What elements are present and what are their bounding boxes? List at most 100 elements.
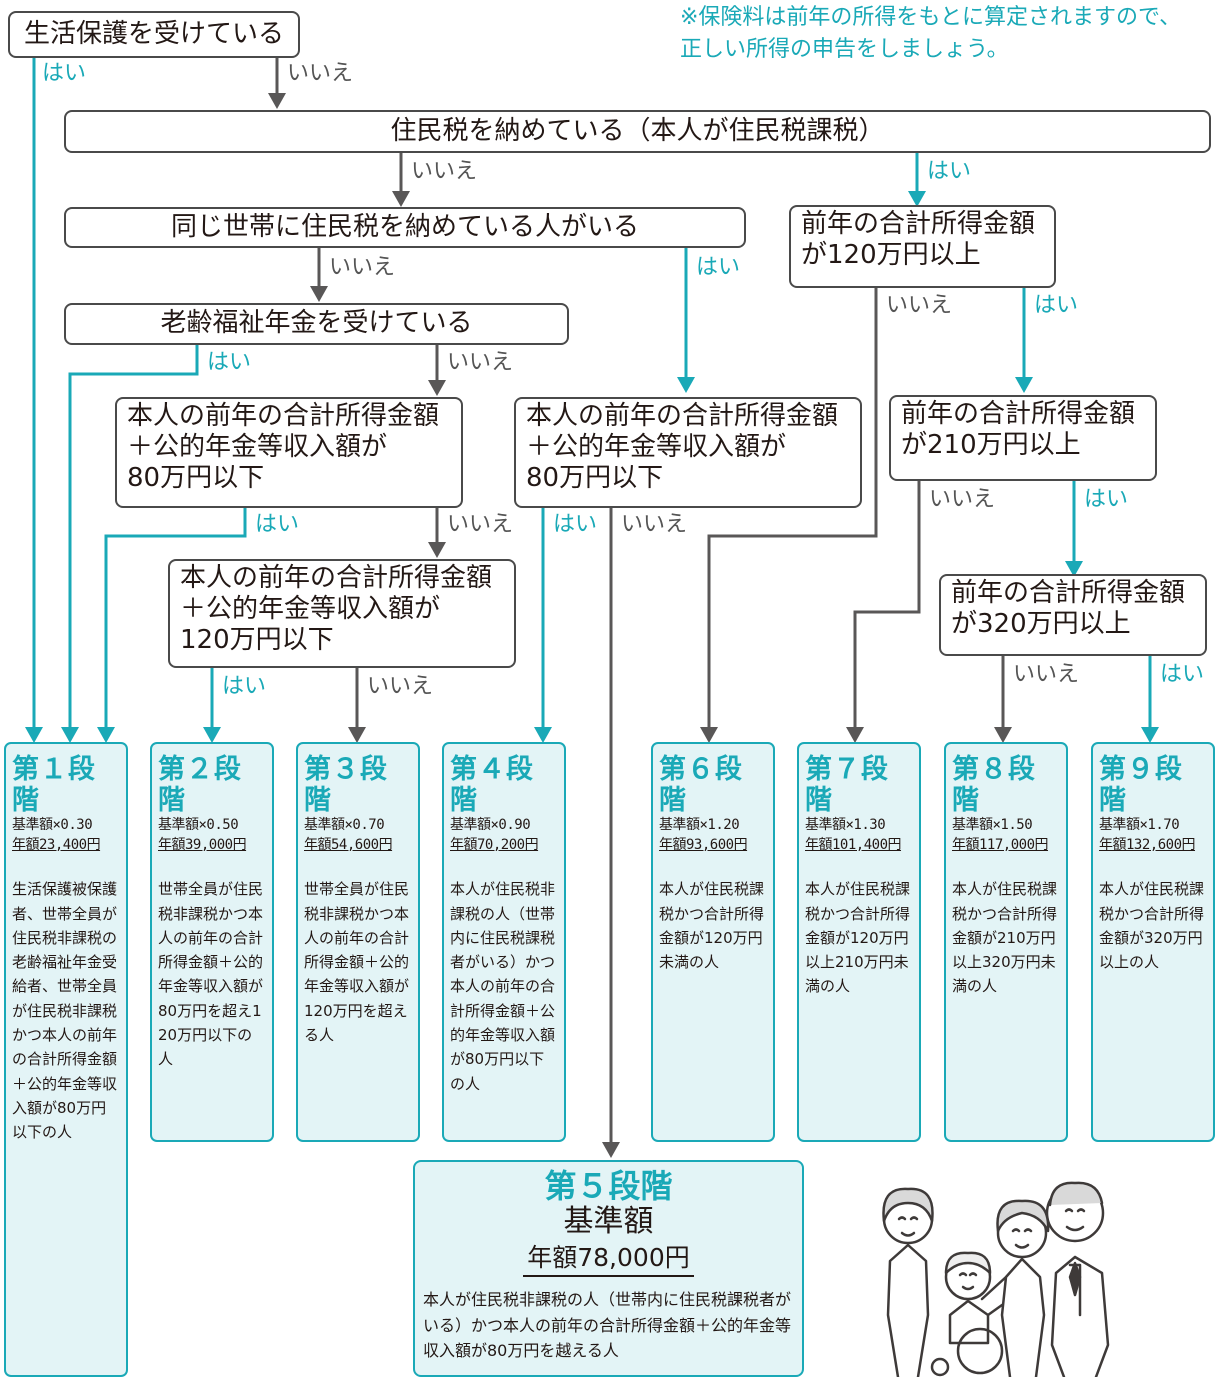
stage-description: 本人が住民税非課税の人（世帯内に住民税課税者がいる）かつ本人の前年の合計所得金額… bbox=[450, 880, 556, 1093]
stage-4-box: 第４段階 基準額×0.90 年額70,200円 本人が住民税非課税の人（世帯内に… bbox=[442, 742, 566, 1142]
arrowhead bbox=[1065, 561, 1083, 577]
stage-6-box: 第６段階 基準額×1.20 年額93,600円 本人が住民税課税かつ合計所得金額… bbox=[651, 742, 775, 1142]
stage-title: 第６段階 bbox=[659, 754, 743, 817]
no-label: いいえ bbox=[621, 512, 688, 537]
arrowhead bbox=[1015, 377, 1033, 393]
man-tie bbox=[1068, 1261, 1082, 1297]
arrowhead bbox=[534, 727, 552, 743]
flow-line-pension-yes bbox=[68, 345, 199, 728]
stage-8-box: 第８段階 基準額×1.50 年額117,000円 本人が住民税課税かつ合計所得金… bbox=[944, 742, 1068, 1142]
flow-line-total120-no bbox=[707, 288, 878, 728]
no-label: いいえ bbox=[411, 159, 478, 184]
no-label: いいえ bbox=[886, 293, 953, 318]
arrowhead bbox=[677, 377, 695, 393]
stage-annual-fee: 年額23,400円 bbox=[12, 836, 101, 853]
stage-description: 世帯全員が住民税非課税かつ本人の前年の合計所得金額＋公的年金等収入額が80万円を… bbox=[158, 880, 264, 1069]
stage-annual-fee: 年額93,600円 bbox=[659, 836, 748, 853]
stage-description: 本人が住民税課税かつ合計所得金額が320万円以上の人 bbox=[1099, 880, 1205, 972]
arrowhead bbox=[268, 93, 286, 109]
yes-label: はい bbox=[1034, 293, 1079, 318]
stage-2-box: 第２段階 基準額×0.50 年額39,000円 世帯全員が住民税非課税かつ本人の… bbox=[150, 742, 274, 1142]
wheelchair-wheel-small bbox=[930, 1357, 950, 1377]
question-total-income-210: 前年の合計所得金額 が210万円以上 bbox=[889, 395, 1157, 481]
stage-title: 第２段階 bbox=[158, 754, 242, 817]
stage-multiplier: 基準額×0.90 bbox=[450, 817, 531, 834]
arrowhead bbox=[97, 727, 115, 743]
arrowhead bbox=[428, 542, 446, 558]
stage-multiplier: 基準額×1.30 bbox=[805, 817, 886, 834]
stage-description: 世帯全員が住民税非課税かつ本人の前年の合計所得金額＋公的年金等収入額が120万円… bbox=[304, 880, 410, 1045]
stage-annual-fee: 年額101,400円 bbox=[805, 836, 902, 853]
stage-description: 本人が住民税課税かつ合計所得金額が210万円以上320万円未満の人 bbox=[952, 880, 1058, 996]
arrowhead bbox=[428, 380, 446, 396]
arrowhead bbox=[25, 727, 43, 743]
stage-multiplier: 基準額×0.50 bbox=[158, 817, 239, 834]
stage-title: 第７段階 bbox=[805, 754, 889, 817]
grandma-hair bbox=[944, 1251, 992, 1275]
stage-3-box: 第３段階 基準額×0.70 年額54,600円 世帯全員が住民税非課税かつ本人の… bbox=[296, 742, 420, 1142]
wheelchair-wheel bbox=[956, 1327, 1004, 1375]
stage-title: 第８段階 bbox=[952, 754, 1036, 817]
stage-annual-fee: 年額117,000円 bbox=[952, 836, 1049, 853]
question-total-income-320: 前年の合計所得金額 が320万円以上 bbox=[939, 574, 1207, 656]
question-welfare: 生活保護を受けている bbox=[8, 11, 300, 58]
question-income-80-b: 本人の前年の合計所得金額 ＋公的年金等収入額が 80万円以下 bbox=[514, 397, 862, 508]
question-resident-tax: 住民税を納めている（本人が住民税課税） bbox=[64, 110, 1211, 153]
question-total-income-120: 前年の合計所得金額 が120万円以上 bbox=[789, 205, 1056, 288]
stage-9-box: 第９段階 基準額×1.70 年額132,600円 本人が住民税課税かつ合計所得金… bbox=[1091, 742, 1215, 1142]
stage-annual-fee: 年額70,200円 bbox=[450, 836, 539, 853]
no-label: いいえ bbox=[1013, 662, 1080, 687]
stage-title: 第４段階 bbox=[450, 754, 534, 817]
man-hair bbox=[1048, 1181, 1104, 1207]
arrowhead bbox=[1141, 727, 1159, 743]
question-income-80-a: 本人の前年の合計所得金額 ＋公的年金等収入額が 80万円以下 bbox=[115, 397, 463, 508]
arrowhead bbox=[310, 286, 328, 302]
flow-line-income80a-yes bbox=[104, 508, 247, 728]
stage-annual-fee: 年額132,600円 bbox=[1099, 836, 1196, 853]
stage-annual-fee: 年額78,000円 bbox=[523, 1243, 694, 1278]
arrowhead bbox=[908, 191, 926, 207]
stage-5-box: 第５段階 基準額 年額78,000円 本人が住民税非課税の人（世帯内に住民税課税… bbox=[413, 1160, 804, 1377]
left-woman-hair bbox=[882, 1187, 934, 1223]
yes-label: はい bbox=[927, 159, 972, 184]
stage-multiplier: 基準額 bbox=[563, 1203, 654, 1239]
no-label: いいえ bbox=[329, 255, 396, 280]
stage-annual-fee: 年額39,000円 bbox=[158, 836, 247, 853]
left-woman-body bbox=[886, 1243, 930, 1377]
no-label: いいえ bbox=[367, 674, 434, 699]
arrowhead bbox=[61, 727, 79, 743]
stage-multiplier: 基準額×1.50 bbox=[952, 817, 1033, 834]
stage-7-box: 第７段階 基準額×1.30 年額101,400円 本人が住民税課税かつ合計所得金… bbox=[797, 742, 921, 1142]
stage-description: 生活保護被保護者、世帯全員が住民税非課税の老齢福祉年金受給者、世帯全員が住民税非… bbox=[12, 880, 118, 1142]
no-label: いいえ bbox=[447, 350, 514, 375]
stage-description: 本人が住民税非課税の人（世帯内に住民税課税者がいる）かつ本人の前年の合計所得金額… bbox=[423, 1290, 792, 1361]
no-label: いいえ bbox=[447, 512, 514, 537]
yes-label: はい bbox=[42, 61, 87, 86]
yes-label: はい bbox=[255, 512, 300, 537]
stage-multiplier: 基準額×0.30 bbox=[12, 817, 93, 834]
stage-1-box: 第１段階 基準額×0.30 年額23,400円 生活保護被保護者、世帯全員が住民… bbox=[4, 742, 128, 1377]
stage-title: 第３段階 bbox=[304, 754, 388, 817]
arrowhead bbox=[203, 727, 221, 743]
no-label: いいえ bbox=[287, 61, 354, 86]
question-income-120: 本人の前年の合計所得金額 ＋公的年金等収入額が 120万円以下 bbox=[168, 559, 516, 668]
stage-annual-fee: 年額54,600円 bbox=[304, 836, 393, 853]
question-household-tax: 同じ世帯に住民税を納めている人がいる bbox=[64, 207, 746, 248]
yes-label: はい bbox=[553, 512, 598, 537]
arrowhead bbox=[846, 727, 864, 743]
flow-line-total210-no bbox=[853, 481, 921, 728]
yes-label: はい bbox=[207, 350, 252, 375]
yes-label: はい bbox=[1084, 487, 1129, 512]
yes-label: はい bbox=[696, 255, 741, 280]
stage-title: 第９段階 bbox=[1099, 754, 1183, 817]
stage-multiplier: 基準額×1.20 bbox=[659, 817, 740, 834]
yes-label: はい bbox=[1160, 662, 1205, 687]
yes-label: はい bbox=[222, 674, 267, 699]
question-old-age-pension: 老齢福祉年金を受けている bbox=[64, 303, 569, 345]
arrowhead bbox=[602, 1142, 620, 1158]
stage-multiplier: 基準額×1.70 bbox=[1099, 817, 1180, 834]
woman-body bbox=[980, 1257, 1046, 1377]
arrowhead bbox=[994, 727, 1012, 743]
income-declaration-note: ※保険料は前年の所得をもとに算定されますので、 正しい所得の申告をしましょう。 bbox=[680, 5, 1182, 62]
